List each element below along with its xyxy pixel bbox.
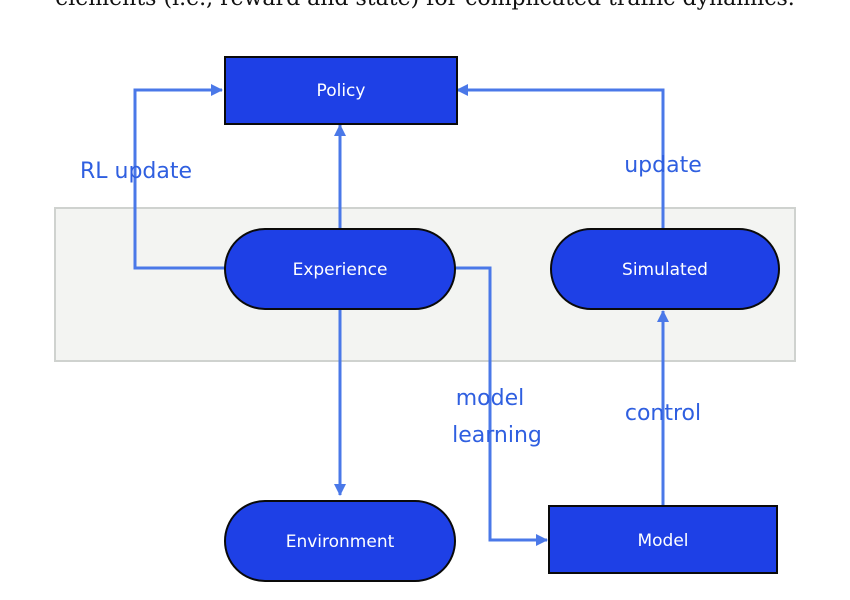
experience-node <box>224 228 456 310</box>
model-learning-label-line2: learning <box>452 423 542 448</box>
model-learning-label-line1: model <box>456 386 525 411</box>
model-label: Model <box>637 531 688 551</box>
environment-label: Environment <box>286 532 395 552</box>
edge-experience-to-model <box>455 266 548 546</box>
edge-simulated-to-policy <box>456 84 665 228</box>
experience-label: Experience <box>293 260 388 280</box>
control-label: control <box>625 401 701 426</box>
policy-label: Policy <box>317 81 366 101</box>
simulated-label: Simulated <box>622 260 708 280</box>
policy-node <box>224 56 458 125</box>
rl-update-label: RL update <box>80 159 192 184</box>
simulated-node <box>550 228 780 310</box>
caption-text: elements (i.e., reward and state) for co… <box>0 0 850 11</box>
environment-node <box>224 500 456 582</box>
update-label: update <box>624 153 702 178</box>
model-node <box>548 505 778 574</box>
edge-experience-to-policy-rl <box>133 84 225 270</box>
